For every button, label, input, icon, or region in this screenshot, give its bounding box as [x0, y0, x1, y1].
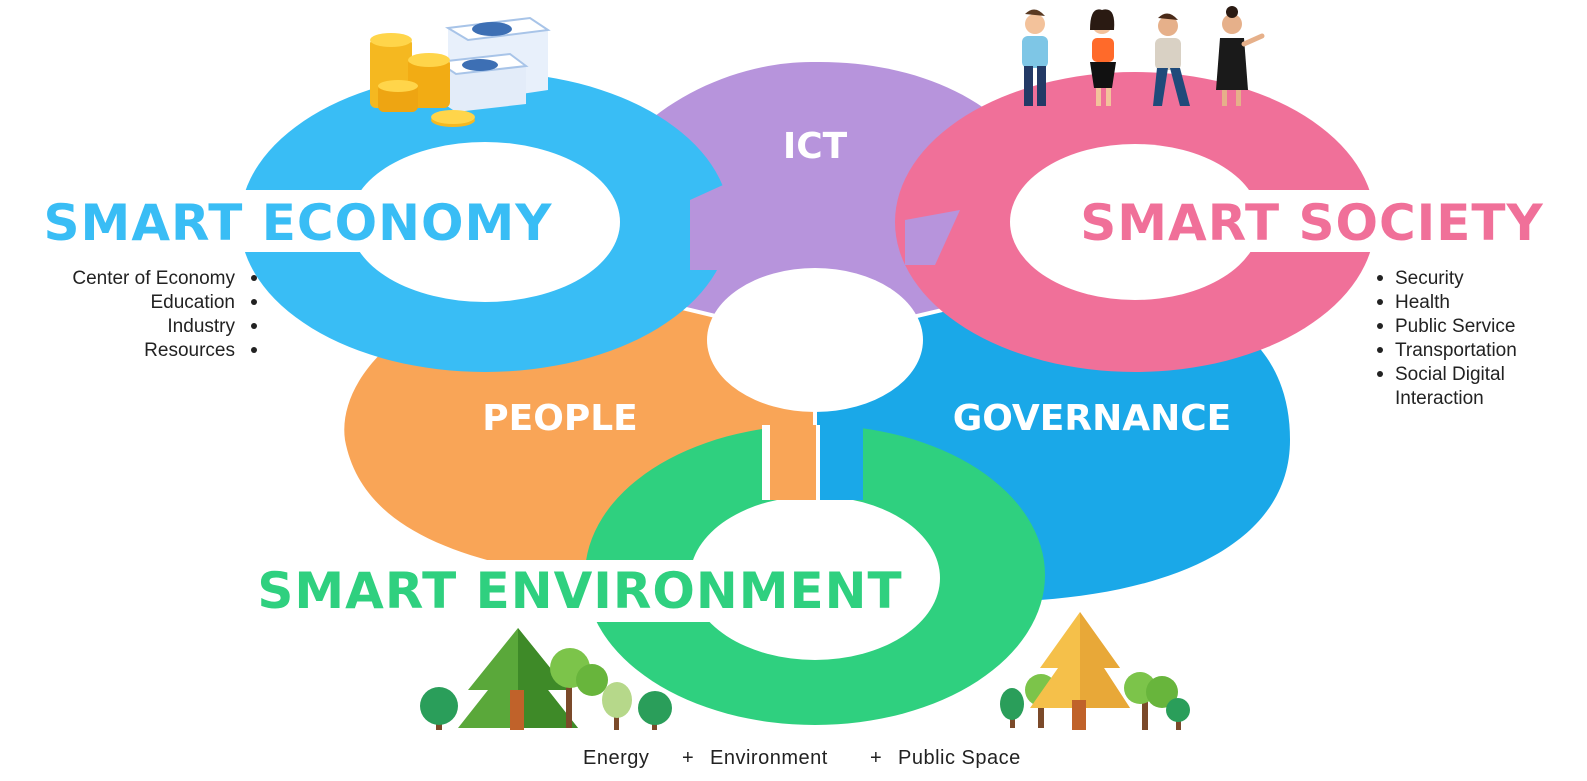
economy-title: SMART ECONOMY	[44, 194, 553, 252]
footer-energy: Energy	[583, 747, 649, 769]
economy-list: Center of Economy Education Industry Res…	[72, 268, 257, 361]
bullet-icon	[1377, 275, 1383, 281]
tree-icon	[602, 682, 632, 730]
tree-icon	[638, 691, 672, 730]
bullet-icon	[251, 299, 257, 305]
ict-label: ICT	[783, 126, 848, 167]
environment-footer: Energy + Environment + Public Space	[583, 747, 1021, 769]
people-group-icon	[1022, 6, 1265, 106]
person-icon	[1090, 9, 1116, 106]
tree-icon	[1000, 688, 1024, 728]
society-heading-group: SMART SOCIETY	[1080, 190, 1544, 252]
economy-heading-group: SMART ECONOMY	[44, 190, 553, 252]
tree-icon	[550, 648, 608, 728]
tree-icon	[420, 687, 458, 730]
person-icon	[1022, 9, 1048, 106]
list-item: Interaction	[1395, 388, 1484, 409]
bullet-icon	[1377, 347, 1383, 353]
list-item: Health	[1395, 292, 1450, 313]
list-item: Transportation	[1395, 340, 1517, 361]
tree-icon	[1030, 612, 1130, 730]
tree-icon	[1166, 698, 1190, 730]
footer-environment: Environment	[710, 747, 828, 769]
people-label: PEOPLE	[482, 398, 638, 439]
list-item: Education	[150, 292, 235, 313]
list-item: Public Service	[1395, 316, 1515, 337]
footer-plus-1: +	[682, 747, 694, 769]
bullet-icon	[1377, 299, 1383, 305]
society-title: SMART SOCIETY	[1080, 194, 1544, 252]
tree-icon	[458, 628, 578, 730]
society-list: Security Health Public Service Transport…	[1377, 268, 1517, 409]
tree-icon	[1124, 672, 1178, 730]
trees-icon	[420, 612, 1190, 730]
bullet-icon	[251, 347, 257, 353]
footer-public-space: Public Space	[898, 747, 1021, 769]
list-item: Security	[1395, 268, 1464, 289]
banknote-stack-icon	[435, 16, 551, 112]
bullet-icon	[251, 275, 257, 281]
person-icon	[1216, 6, 1265, 106]
center-hole	[707, 268, 923, 412]
bullet-icon	[251, 323, 257, 329]
coin-stack-icon	[370, 33, 475, 127]
environment-heading-group: SMART ENVIRONMENT	[257, 560, 902, 622]
bullet-icon	[1377, 371, 1383, 377]
environment-title: SMART ENVIRONMENT	[257, 562, 902, 620]
coins-money-icon	[370, 16, 551, 127]
bullet-icon	[1377, 323, 1383, 329]
list-item: Resources	[144, 340, 235, 361]
person-icon	[1153, 13, 1190, 106]
list-item: Industry	[167, 316, 235, 337]
governance-label: GOVERNANCE	[953, 398, 1232, 439]
footer-plus-2: +	[870, 747, 882, 769]
list-item: Social Digital	[1395, 364, 1505, 385]
list-item: Center of Economy	[72, 268, 235, 289]
